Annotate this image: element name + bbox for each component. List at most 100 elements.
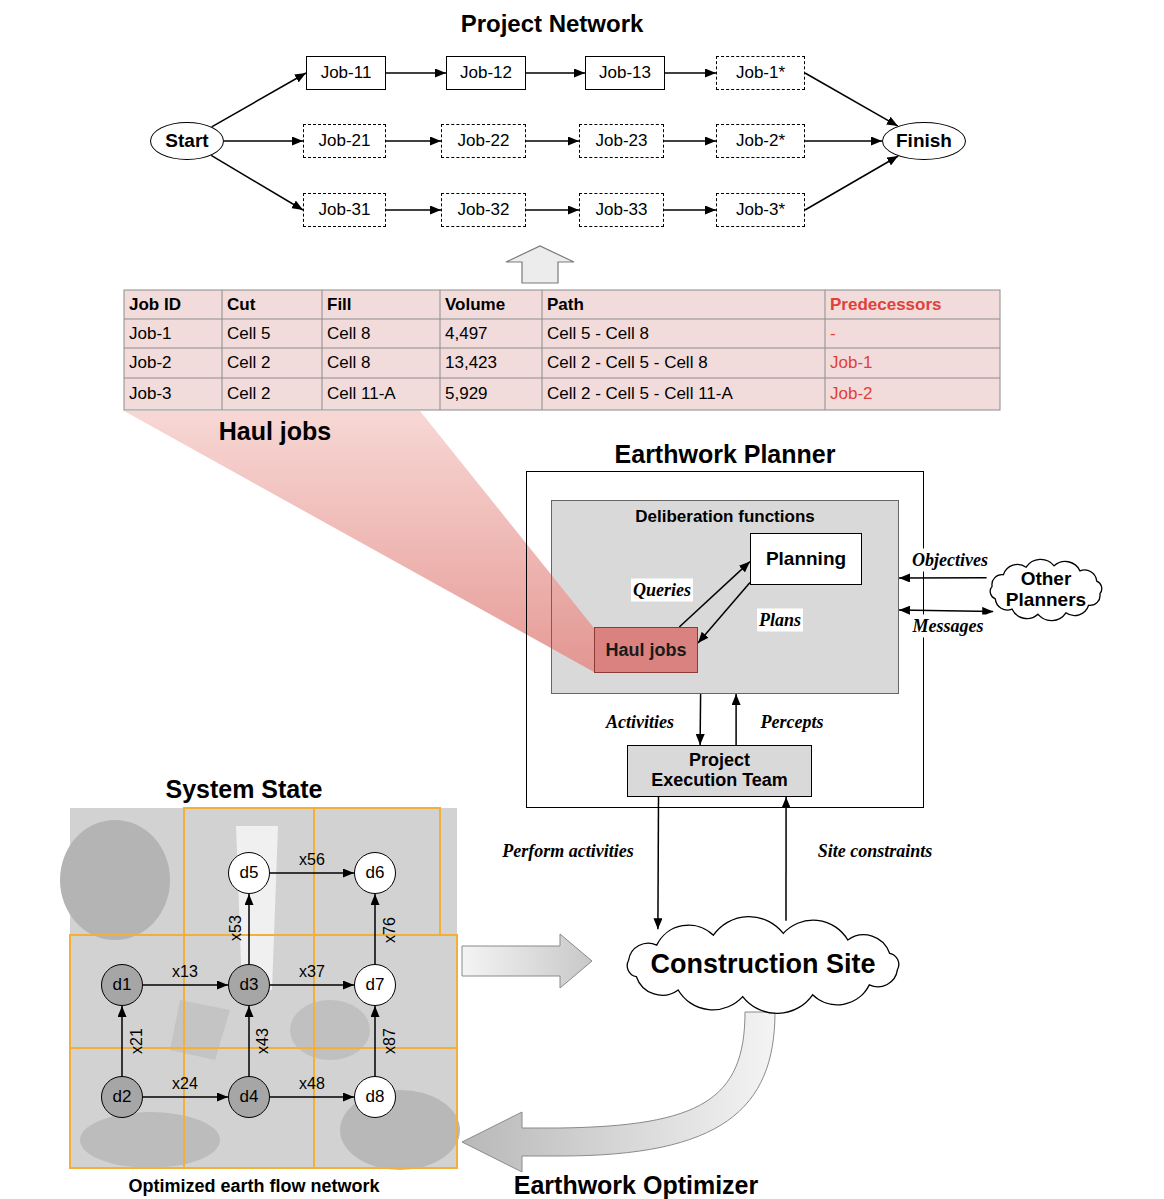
table-cell: Fill <box>327 295 352 315</box>
edge-label: x37 <box>299 963 325 981</box>
connector-arrow <box>526 140 579 142</box>
node-text: Job-12 <box>460 63 512 83</box>
table-cell: 5,929 <box>445 384 488 404</box>
node-text: Start <box>165 130 208 152</box>
table-cell: Cell 2 - Cell 5 - Cell 11-A <box>547 384 733 404</box>
connector-arrow <box>899 577 987 579</box>
table-cell: Cell 2 <box>227 353 270 373</box>
state-circle: d4 <box>228 1076 270 1118</box>
edge-label: x56 <box>299 851 325 869</box>
callout-wedge <box>124 411 594 672</box>
table-cell: Job-2 <box>830 384 873 404</box>
node-text: d5 <box>240 863 259 883</box>
node-text: Job-33 <box>596 200 648 220</box>
caption-text: System State <box>165 775 322 804</box>
edge-label: Plans <box>757 609 803 632</box>
connector-arrow <box>248 1006 250 1076</box>
node-text: d8 <box>366 1087 385 1107</box>
cloud-shape: Other Planners <box>980 554 1112 626</box>
node-text: Job-31 <box>319 200 371 220</box>
node-text: d4 <box>240 1087 259 1107</box>
edge-label: x21 <box>128 1028 146 1054</box>
connector-arrow <box>526 72 585 74</box>
edge-label: x48 <box>299 1075 325 1093</box>
node-text: d6 <box>366 863 385 883</box>
connector-arrow <box>664 140 716 142</box>
job-box: Job-12 <box>446 56 526 90</box>
node-text: Project Execution Team <box>650 751 790 791</box>
node-text: Earthwork Planner <box>527 439 923 469</box>
table-cell: Job-3 <box>129 384 172 404</box>
edge-label: x24 <box>172 1075 198 1093</box>
edge-label: Activities <box>604 711 676 734</box>
node-text: Job-1* <box>736 63 785 83</box>
dashed-job-box: Job-1* <box>716 56 805 90</box>
connector-arrow <box>735 694 737 745</box>
table-cell: 4,497 <box>445 324 488 344</box>
connector-arrow <box>143 1096 228 1098</box>
table-cell: Predecessors <box>830 295 942 315</box>
block-arrow-up <box>506 246 574 283</box>
panel-fill <box>551 500 899 694</box>
table-grid <box>124 290 1000 410</box>
state-circle: d1 <box>101 964 143 1006</box>
table-cell: Cell 2 <box>227 384 270 404</box>
dashed-job-box: Job-22 <box>441 124 526 158</box>
deliberation-panel: Deliberation functionsPlanningHaul jobs <box>551 500 899 694</box>
connector-arrow <box>374 894 376 964</box>
dashed-job-box: Job-3* <box>716 193 805 227</box>
edge-label: x53 <box>227 915 245 941</box>
node-text: Job-3* <box>736 200 785 220</box>
table-cell: Cut <box>227 295 255 315</box>
caption-text: Optimized earth flow network <box>128 1176 379 1197</box>
node-text: d3 <box>240 975 259 995</box>
connector-arrow <box>211 155 303 210</box>
state-circle: d8 <box>354 1076 396 1118</box>
planner-panel: Earthwork PlannerDeliberation functionsP… <box>526 471 924 808</box>
table-cell: 13,423 <box>445 353 497 373</box>
block-arrow-right <box>462 934 592 988</box>
connector-arrow <box>386 140 441 142</box>
dashed-job-box: Job-23 <box>579 124 664 158</box>
team-box: Project Execution Team <box>627 745 812 797</box>
terminal-ellipse: Finish <box>882 122 966 160</box>
edge-label: x13 <box>172 963 198 981</box>
connector-arrow <box>212 73 306 127</box>
cloud-path <box>627 917 899 1014</box>
connector-arrow <box>386 209 441 211</box>
connector-arrow <box>248 894 250 964</box>
connector-arrow <box>386 72 446 74</box>
node-text: Deliberation functions <box>552 506 898 528</box>
connector-arrow <box>526 209 579 211</box>
connector-arrow <box>374 1006 376 1076</box>
edge-label: Perform activities <box>500 840 635 863</box>
state-circle: d2 <box>101 1076 143 1118</box>
table-cell: Job-1 <box>830 353 873 373</box>
table-cell: Cell 5 - Cell 8 <box>547 324 649 344</box>
edge-label: Site constraints <box>816 840 935 863</box>
connector-arrow <box>270 872 354 874</box>
state-circle: d3 <box>228 964 270 1006</box>
terminal-ellipse: Start <box>150 122 224 160</box>
node-text: Other Planners <box>1000 569 1092 611</box>
state-circle: d5 <box>228 852 270 894</box>
caption-text: Earthwork Optimizer <box>514 1171 759 1199</box>
dashed-job-box: Job-32 <box>441 193 526 227</box>
caption-text: Haul jobs <box>219 417 332 446</box>
node-text: d7 <box>366 975 385 995</box>
connector-arrow <box>785 797 787 921</box>
edge-label: Messages <box>911 615 986 638</box>
table-cell: Cell 11-A <box>327 384 396 404</box>
edge-label: x43 <box>254 1028 272 1054</box>
state-circle: d6 <box>354 852 396 894</box>
table-cell: Volume <box>445 295 505 315</box>
table-cell: - <box>830 324 836 344</box>
connector-arrow <box>805 156 898 210</box>
dashed-job-box: Job-2* <box>716 124 805 158</box>
table-cell: Job ID <box>129 295 181 315</box>
node-text: Job-13 <box>599 63 651 83</box>
connector-arrow <box>143 984 228 986</box>
